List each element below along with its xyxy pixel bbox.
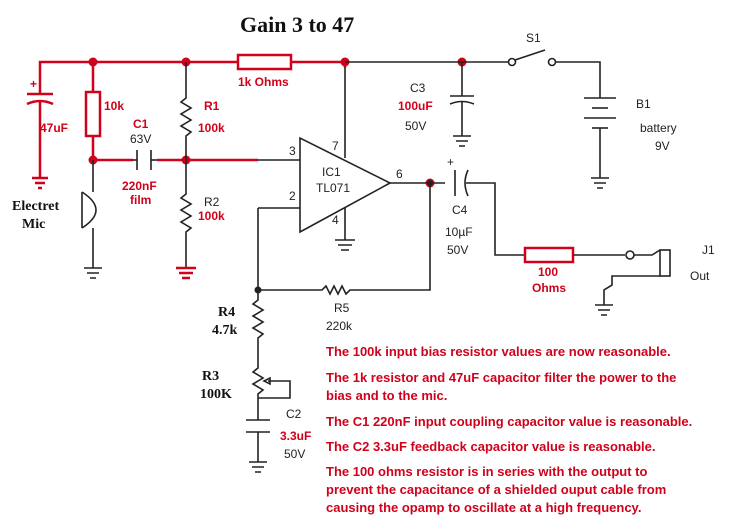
note-5-line3: causing the opamp to oscillate at a high… [326, 500, 641, 515]
capacitor-c1-type: film [130, 193, 151, 207]
capacitor-c4 [454, 169, 525, 256]
opamp-pin-4: 4 [332, 213, 339, 227]
resistor-r2-value: 100k [198, 209, 225, 223]
capacitor-47uf: + [26, 75, 54, 118]
red-power-filter-wires [32, 60, 347, 190]
note-2-line2: bias and to the mic. [326, 388, 447, 403]
resistor-r2-label: R2 [204, 195, 220, 209]
note-5-line2: prevent the capacitance of a shielded ou… [326, 482, 666, 497]
output-jack-j1-label: J1 [702, 243, 715, 257]
switch-s1 [462, 49, 601, 90]
resistor-r1-value: 100k [198, 121, 225, 135]
capacitor-c1 [133, 150, 157, 170]
resistor-r5-value: 220k [326, 319, 353, 333]
capacitor-c4-label: C4 [452, 203, 468, 217]
resistor-r4-label: R4 [218, 305, 235, 320]
capacitor-c2-label: C2 [286, 407, 302, 421]
resistor-r1 [179, 62, 193, 160]
capacitor-c3-label: C3 [410, 81, 426, 95]
opamp-name: IC1 [322, 165, 341, 179]
opamp-pin-7: 7 [332, 139, 339, 153]
resistor-r5-label: R5 [334, 301, 350, 315]
notes: The 100k input bias resistor values are … [326, 344, 692, 515]
battery-voltage: 9V [655, 139, 670, 153]
mic-label-line1: Electret [12, 199, 59, 214]
resistor-100-ohms [523, 246, 625, 264]
resistor-10k [84, 90, 102, 138]
output-jack-j1 [595, 249, 671, 316]
resistor-r4-value: 4.7k [212, 323, 238, 338]
output-label: Out [690, 269, 710, 283]
diagram-title: Gain 3 to 47 [240, 12, 354, 37]
capacitor-c3-value: 100uF [398, 99, 433, 113]
electret-mic [81, 160, 102, 279]
switch-s1-label: S1 [526, 31, 541, 45]
opamp-pin-3: 3 [289, 144, 296, 158]
note-3-line1: The C1 220nF input coupling capacitor va… [326, 414, 692, 429]
resistor-100-ohms-label-line1: 100 [538, 265, 558, 279]
resistor-100-ohms-label-line2: Ohms [532, 281, 566, 295]
capacitor-c2 [246, 419, 270, 473]
opamp-pin-6: 6 [396, 167, 403, 181]
opamp-part: TL071 [316, 181, 350, 195]
capacitor-c4-value: 10µF [445, 225, 473, 239]
capacitor-c1-voltage: 63V [130, 132, 151, 146]
note-1-line1: The 100k input bias resistor values are … [326, 344, 671, 359]
potentiometer-r3 [251, 362, 291, 420]
capacitor-c1-value: 220nF [122, 179, 157, 193]
note-2-line1: The 1k resistor and 47uF capacitor filte… [326, 370, 676, 385]
mic-label-line2: Mic [22, 217, 45, 232]
capacitor-c4-voltage: 50V [447, 243, 468, 257]
resistor-10k-label: 10k [104, 99, 124, 113]
battery-b1 [584, 90, 616, 189]
feedback-network [254, 180, 433, 296]
capacitor-c2-voltage: 50V [284, 447, 305, 461]
potentiometer-r3-value: 100K [200, 387, 232, 402]
opamp-ic1 [257, 68, 445, 290]
resistor-r2 [176, 160, 196, 280]
resistor-1k-label: 1k Ohms [238, 75, 289, 89]
opamp-pin-2: 2 [289, 189, 296, 203]
capacitor-c4-plus: + [447, 155, 454, 169]
capacitor-c3 [345, 61, 475, 147]
capacitor-c3-voltage: 50V [405, 119, 426, 133]
capacitor-47uf-label: 47uF [40, 121, 68, 135]
note-5-line1: The 100 ohms resistor is in series with … [326, 464, 648, 479]
resistor-1k [236, 53, 293, 71]
capacitor-c2-value: 3.3uF [280, 429, 311, 443]
capacitor-c1-label: C1 [133, 117, 149, 131]
junction-dot [88, 57, 98, 67]
note-4-line1: The C2 3.3uF feedback capacitor value is… [326, 439, 655, 454]
resistor-r1-label: R1 [204, 99, 220, 113]
battery-label: battery [640, 121, 677, 135]
capacitor-47uf-plus: + [30, 77, 37, 91]
battery-b1-label: B1 [636, 97, 651, 111]
potentiometer-r3-label: R3 [202, 369, 219, 384]
resistor-r4 [251, 290, 265, 362]
